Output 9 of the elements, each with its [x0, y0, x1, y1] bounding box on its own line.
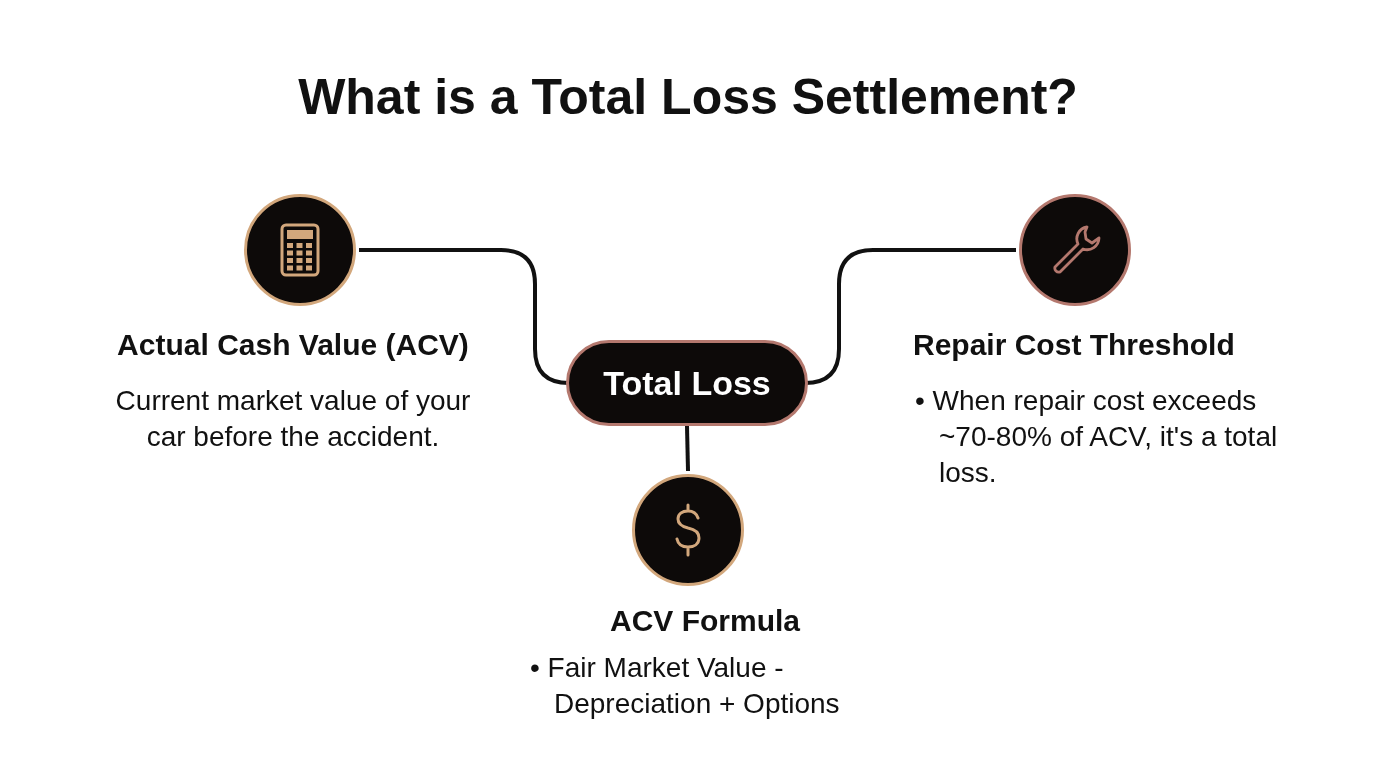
description-text: Current market value of your car before the accident. [114, 384, 472, 454]
connector-line [685, 425, 690, 472]
center-pill: Total Loss [566, 340, 808, 426]
bullet-text: • When repair cost exceeds ~70-80% of ACV, it's a total loss. [915, 384, 1279, 490]
heading: Repair Cost Threshold [913, 328, 1235, 362]
heading: Actual Cash Value (ACV) [116, 328, 470, 362]
bullet-text: • Fair Market Value - Depreciation + Options [530, 651, 841, 721]
heading: ACV Formula [609, 604, 801, 638]
title: What is a Total Loss Settlement? [297, 68, 1079, 126]
